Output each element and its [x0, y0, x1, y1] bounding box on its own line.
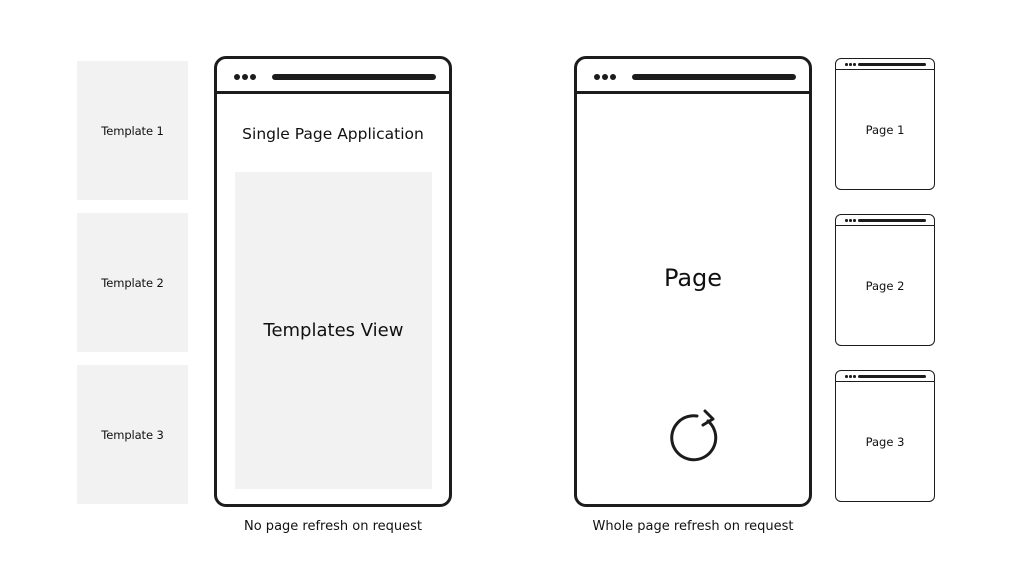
window-dot-icon — [594, 74, 600, 80]
refresh-icon — [670, 409, 718, 462]
browser-toolbar — [217, 59, 449, 94]
address-bar — [272, 74, 436, 80]
window-dot-icon — [853, 375, 856, 378]
page-thumbnail-label: Page 1 — [865, 122, 905, 137]
template-box-1: Template 1 — [77, 61, 188, 200]
template-box-3: Template 3 — [77, 365, 188, 504]
window-dot-icon — [845, 63, 848, 66]
window-dot-icon — [242, 74, 248, 80]
templates-view-label: Templates View — [263, 320, 404, 341]
window-dot-icon — [849, 219, 852, 222]
window-dot-icon — [849, 63, 852, 66]
window-dot-icon — [853, 219, 856, 222]
window-dot-icon — [234, 74, 240, 80]
browser-toolbar — [577, 59, 809, 94]
templates-view-panel: Templates View — [235, 172, 432, 489]
page-thumbnail-label: Page 3 — [865, 434, 905, 449]
mini-address-bar — [858, 375, 926, 378]
page-thumbnail-3: Page 3 — [835, 370, 935, 502]
mini-toolbar — [836, 371, 934, 382]
mini-toolbar — [836, 59, 934, 70]
mpa-caption: Whole page refresh on request — [592, 519, 794, 534]
window-dot-icon — [602, 74, 608, 80]
window-dot-icon — [845, 375, 848, 378]
spa-title: Single Page Application — [242, 125, 424, 143]
mini-toolbar — [836, 215, 934, 226]
mini-address-bar — [858, 63, 926, 66]
template-box-2: Template 2 — [77, 213, 188, 352]
template-label: Template 3 — [101, 427, 164, 442]
template-label: Template 1 — [101, 123, 164, 138]
page-thumbnail-1: Page 1 — [835, 58, 935, 190]
address-bar — [632, 74, 796, 80]
template-label: Template 2 — [101, 275, 164, 290]
page-label: Page — [663, 264, 723, 292]
page-thumbnail-label: Page 2 — [865, 278, 905, 293]
spa-caption: No page refresh on request — [244, 519, 422, 534]
mini-address-bar — [858, 219, 926, 222]
window-dot-icon — [845, 219, 848, 222]
mpa-phone-frame: Page — [574, 56, 812, 507]
window-dot-icon — [610, 74, 616, 80]
page-thumbnail-2: Page 2 — [835, 214, 935, 346]
window-dot-icon — [849, 375, 852, 378]
window-dot-icon — [853, 63, 856, 66]
window-dot-icon — [250, 74, 256, 80]
spa-phone-frame: Single Page Application Templates View — [214, 56, 452, 507]
